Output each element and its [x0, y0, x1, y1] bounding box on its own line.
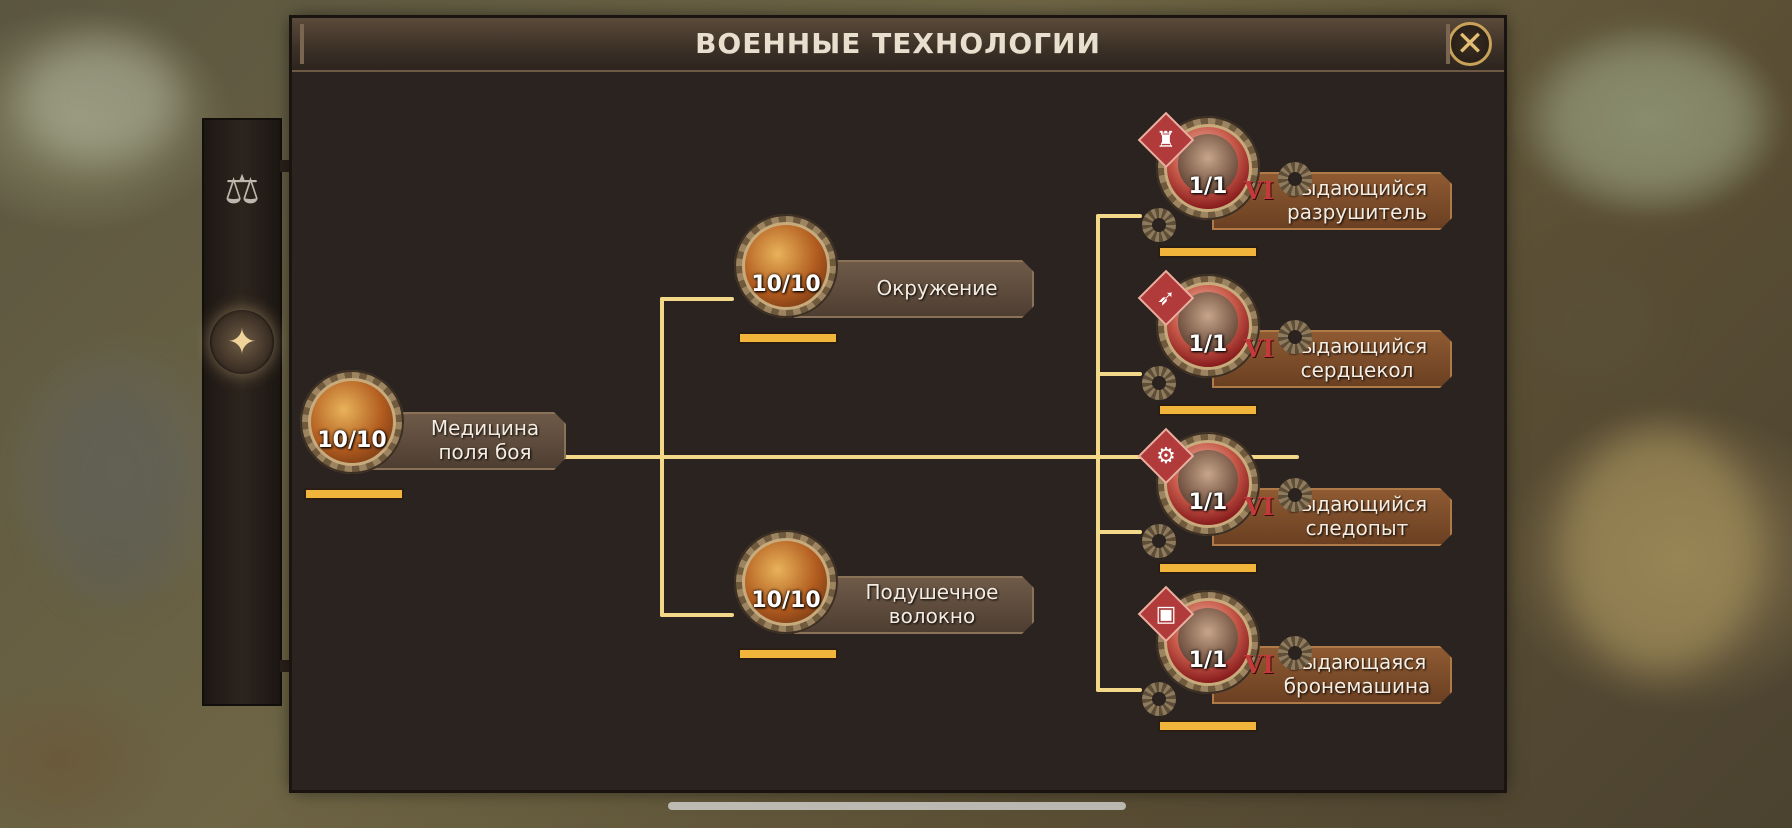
node-title: Окружение	[876, 276, 998, 300]
node-level: 1/1	[1188, 648, 1228, 673]
title-bar: ВОЕННЫЕ ТЕХНОЛОГИИ ✕	[292, 18, 1504, 72]
rank-badge: VI	[1244, 176, 1274, 205]
node-progress-bar	[1158, 720, 1258, 732]
decor-gear	[1278, 478, 1312, 512]
rank-badge: VI	[1244, 650, 1274, 679]
node-level: 1/1	[1188, 174, 1228, 199]
crossbow-icon: ➶	[1156, 285, 1176, 311]
window-title: ВОЕННЫЕ ТЕХНОЛОГИИ	[695, 27, 1101, 60]
node-level: 10/10	[751, 272, 821, 297]
decor-gear	[1142, 682, 1176, 716]
decor-gear	[1142, 524, 1176, 558]
node-progress-bar	[1158, 246, 1258, 258]
encirclement-icon: 10/10	[734, 214, 838, 318]
siege-tower-icon: ♜	[1156, 127, 1176, 153]
node-progress-bar	[304, 488, 404, 500]
node-plate	[1212, 330, 1452, 388]
node-progress-bar	[1158, 562, 1258, 574]
decor-gear	[1278, 636, 1312, 670]
node-progress-bar	[738, 332, 838, 344]
home-indicator[interactable]	[668, 802, 1126, 810]
tab-military[interactable]: ✦	[210, 310, 274, 374]
category-sidebar: ⚖ ✦	[202, 118, 292, 706]
node-level: 10/10	[317, 428, 387, 453]
motorcycle-icon: ⚙	[1156, 443, 1176, 469]
node-level: 1/1	[1188, 332, 1228, 357]
node-title: Выдающийся разрушитель	[1286, 176, 1428, 224]
medicine-icon: 10/10	[300, 370, 404, 474]
decor-gear	[1142, 366, 1176, 400]
node-level: 1/1	[1188, 490, 1228, 515]
close-button[interactable]: ✕	[1448, 22, 1492, 66]
decor-gear	[1278, 162, 1312, 196]
node-level: 10/10	[751, 588, 821, 613]
scales-icon: ⚖	[224, 167, 260, 213]
sidebar-hinge	[280, 660, 292, 672]
rank-badge: VI	[1244, 492, 1274, 521]
node-progress-bar	[1158, 404, 1258, 416]
sidebar-hinge	[280, 160, 292, 172]
tab-economy[interactable]: ⚖	[212, 160, 272, 220]
decor-gear	[1278, 320, 1312, 354]
rifle-icon: ✦	[226, 321, 258, 363]
armored-car-icon: ▣	[1155, 601, 1177, 627]
node-title: Подушечное волокно	[865, 580, 999, 628]
node-title: Медицина поля боя	[430, 416, 540, 464]
node-progress-bar	[738, 648, 838, 660]
close-x-icon: ✕	[1455, 24, 1485, 64]
decor-gear	[1142, 208, 1176, 242]
fiber-icon: 10/10	[734, 530, 838, 634]
rank-badge: VI	[1244, 334, 1274, 363]
tech-tree-panel: ВОЕННЫЕ ТЕХНОЛОГИИ ✕ Медицина поля боя 1…	[292, 18, 1504, 790]
